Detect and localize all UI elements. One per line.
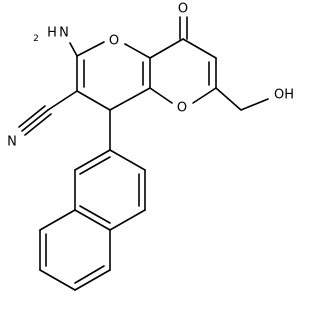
bond-layer bbox=[18, 16, 269, 291]
bond-cn-triple-2 bbox=[18, 105, 46, 128]
bond-n4a-n8a bbox=[74, 209, 111, 231]
bond-cn-triple-3 bbox=[24, 113, 52, 136]
bond-c8-c7 bbox=[182, 38, 217, 59]
bond-c4-c3 bbox=[76, 90, 111, 111]
ring-oxygen-lower: O bbox=[177, 101, 187, 116]
bond-n1-n2-double bbox=[79, 156, 111, 175]
bond-n2-n3 bbox=[109, 149, 146, 171]
bond-n5-n6 bbox=[74, 269, 111, 291]
bond-c6-o5 bbox=[192, 87, 217, 104]
amine-subscript: 2 bbox=[33, 34, 39, 44]
bond-c8a-c8 bbox=[149, 38, 184, 59]
bond-n6-n7 bbox=[39, 269, 76, 291]
atom-label-layer: H N 2 O O O OH N bbox=[7, 2, 294, 150]
bond-c2-o1 bbox=[76, 41, 105, 57]
bond-c3-cn bbox=[47, 90, 78, 111]
molecule-structure: H N 2 O O O OH N bbox=[7, 2, 294, 291]
bond-n4-n4a bbox=[109, 209, 146, 231]
carbonyl-oxygen: O bbox=[178, 2, 188, 17]
bond-n5-n6-double bbox=[74, 265, 105, 284]
ring-oxygen-upper: O bbox=[109, 34, 119, 49]
bond-cn-triple-1 bbox=[21, 109, 49, 132]
amine-n-label: N bbox=[59, 26, 69, 41]
hydroxyl-label: OH bbox=[274, 88, 294, 103]
bond-o5-c4a bbox=[149, 87, 173, 104]
bond-n8-n8a bbox=[39, 209, 76, 231]
bond-n1-n2 bbox=[74, 149, 111, 171]
bond-ch2-oh bbox=[240, 98, 269, 111]
bond-c4a-c4 bbox=[109, 87, 151, 111]
bond-n4a-n8a-double bbox=[79, 205, 111, 224]
nitrile-nitrogen: N bbox=[7, 135, 17, 150]
bond-o1-c8a bbox=[124, 43, 151, 59]
bond-c6-ch2 bbox=[215, 87, 242, 111]
amine-h-label: H bbox=[47, 26, 57, 41]
bond-c2-n-amino bbox=[69, 42, 78, 57]
